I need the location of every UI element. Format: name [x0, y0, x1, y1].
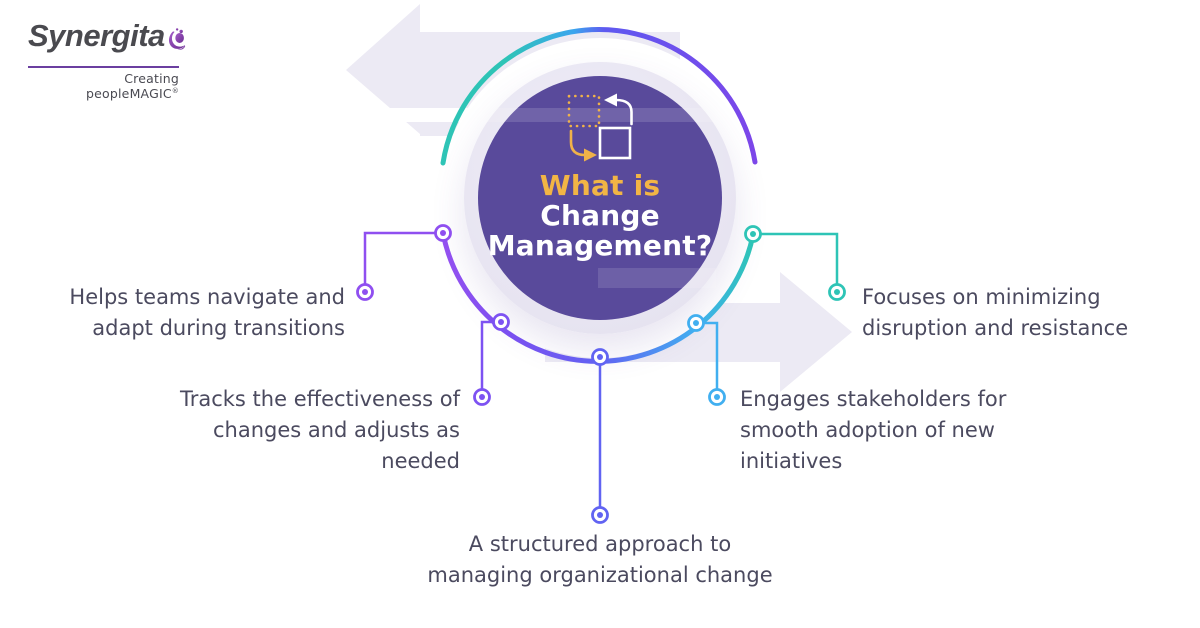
callout-text-line: Engages stakeholders for [740, 387, 1007, 411]
callout-text-line: Tracks the effectiveness of [179, 387, 460, 411]
callout-engages-stakeholders: Engages stakeholders for smooth adoption… [740, 384, 1080, 477]
purple-swirl-icon [168, 28, 185, 50]
title-line-what-is: What is [539, 169, 661, 202]
callout-text-line: Helps teams navigate and [69, 285, 345, 309]
brand-tagline: Creating peopleMAGIC® [28, 71, 179, 101]
callout-text-line: disruption and resistance [862, 316, 1129, 340]
callout-text-line: initiatives [740, 449, 843, 473]
logo-underline [28, 66, 179, 68]
callout-focuses-minimizing: Focuses on minimizing disruption and res… [862, 282, 1192, 344]
callout-structured-approach: A structured approach to managing organi… [400, 529, 800, 591]
callout-helps-teams: Helps teams navigate and adapt during tr… [15, 282, 345, 344]
callout-text-line: needed [381, 449, 460, 473]
callout-text-line: A structured approach to [468, 532, 732, 556]
callout-text-line: adapt during transitions [92, 316, 345, 340]
callout-text-line: managing organizational change [427, 563, 773, 587]
center-title: What is Change Management? [450, 171, 750, 261]
brand-wordmark: Synergita [28, 18, 165, 53]
registered-mark: ® [171, 86, 179, 95]
title-line-change: Change [540, 199, 660, 232]
callout-text-line: changes and adjusts as [212, 418, 460, 442]
brand-logo: Synergita Creating peopleMAGIC® [28, 14, 188, 101]
tagline-text: Creating peopleMAGIC [86, 71, 179, 101]
title-line-management: Management? [487, 229, 713, 262]
callout-tracks-effectiveness: Tracks the effectiveness of changes and … [130, 384, 460, 477]
callout-text-line: Focuses on minimizing [862, 285, 1101, 309]
callout-text-line: smooth adoption of new [740, 418, 995, 442]
